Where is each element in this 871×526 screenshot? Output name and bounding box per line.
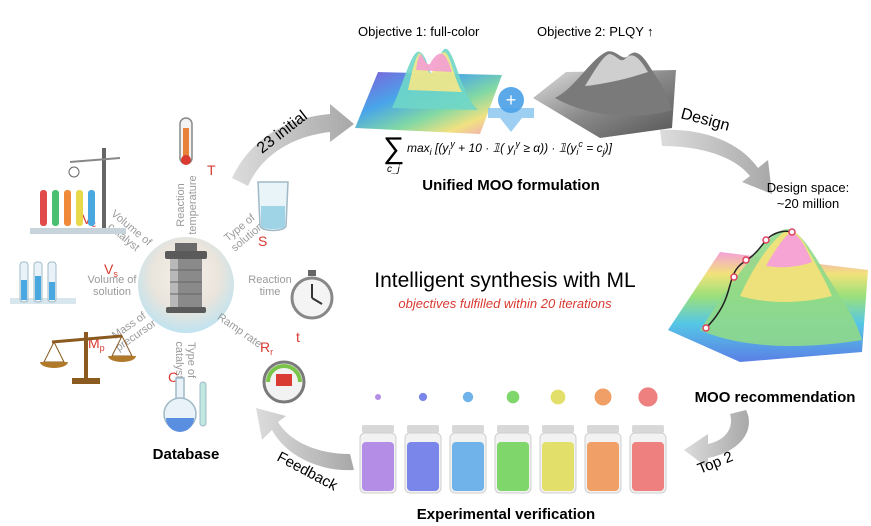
experimental-verification-title: Experimental verification — [417, 506, 595, 523]
parameter-symbol: C — [168, 369, 178, 385]
titration-setup-icon — [30, 148, 126, 234]
color-dot — [638, 387, 658, 407]
svg-text:∑: ∑ — [383, 132, 404, 165]
parameter-symbol: Vs — [104, 261, 118, 279]
objective-1-label: Objective 1: full-color — [358, 24, 480, 39]
parameter-name-line1: Type of — [185, 342, 197, 379]
parameter-name-line2: catalyst — [173, 341, 185, 378]
center-subtitle: objectives fulfilled within 20 iteration… — [398, 296, 612, 311]
autoclave-icon — [165, 243, 207, 313]
parameter-name-line2: solution — [93, 286, 131, 298]
design-space-line2: ~20 million — [777, 196, 840, 211]
color-dot — [550, 389, 566, 405]
unified-moo-title: Unified MOO formulation — [422, 177, 600, 194]
objective-2-label: Objective 2: PLQY↑ — [537, 24, 653, 39]
beaker-icon — [257, 181, 289, 232]
database-title: Database — [153, 446, 220, 463]
thermometer-icon — [179, 117, 193, 165]
parameter-name-line1: Reaction — [175, 183, 187, 226]
vial-cap — [407, 425, 439, 433]
parameter-name-line1: Volume of — [88, 274, 138, 286]
vial-cap — [587, 425, 619, 433]
plus-merge-arrow: + — [488, 87, 534, 132]
parameter-symbol: Mp — [88, 335, 105, 353]
arrow-initial — [232, 104, 354, 186]
vial-liquid — [632, 442, 664, 491]
center-title: Intelligent synthesis with ML — [374, 269, 635, 292]
design-space-line1: Design space: — [767, 180, 849, 195]
vial-cap — [362, 425, 394, 433]
parameter-name-line2: time — [260, 286, 281, 298]
arrow-design — [660, 129, 772, 194]
color-dot — [375, 394, 381, 400]
test-tubes-rack-icon — [10, 261, 76, 304]
svg-text:c_j: c_j — [387, 164, 401, 175]
vial-liquid — [542, 442, 574, 491]
vial-liquid — [452, 442, 484, 491]
vial-liquid — [587, 442, 619, 491]
plus-icon: + — [506, 90, 517, 110]
ramp-rate-gauge-icon — [262, 360, 306, 404]
parameter-symbol: T — [207, 162, 216, 178]
balance-scale-icon — [40, 332, 136, 384]
vial-cap — [632, 425, 664, 433]
vial-cap — [542, 425, 574, 433]
arrow-top2 — [684, 410, 749, 468]
parameter-name-line1: Ramp rate — [215, 311, 264, 350]
objective-1-surface — [355, 48, 502, 134]
parameter-symbol: t — [296, 329, 300, 345]
moo-equation: ∑ c_j maxi [(yiγ + 10 · 𝟙( yiγ ≥ α)) · 𝟙… — [383, 132, 613, 175]
color-dot — [594, 388, 612, 406]
stopwatch-icon — [290, 270, 334, 320]
color-dot — [418, 392, 428, 402]
color-dot — [506, 390, 520, 404]
moo-recommendation-title: MOO recommendation — [695, 389, 856, 406]
flask-icon — [163, 377, 207, 432]
vial-liquid — [362, 442, 394, 491]
design-label: Design — [679, 105, 732, 134]
vial-liquid — [497, 442, 529, 491]
objective-2-surface — [533, 51, 676, 138]
vial-row — [359, 387, 667, 494]
vial-cap — [497, 425, 529, 433]
vial-liquid — [407, 442, 439, 491]
equation-text: maxi [(yiγ + 10 · 𝟙( yiγ ≥ α)) · 𝟙(yic =… — [407, 139, 613, 157]
design-space-surface — [668, 228, 868, 362]
arrow-feedback — [256, 408, 354, 471]
parameter-label: Ramp rate — [215, 311, 264, 350]
parameter-name-line2: temperature — [187, 175, 199, 234]
parameter-symbol: S — [258, 233, 267, 249]
color-dot — [462, 391, 474, 403]
parameter-name-line1: Reaction — [248, 274, 291, 286]
parameter-symbol: Rr — [260, 339, 273, 357]
vial-cap — [452, 425, 484, 433]
